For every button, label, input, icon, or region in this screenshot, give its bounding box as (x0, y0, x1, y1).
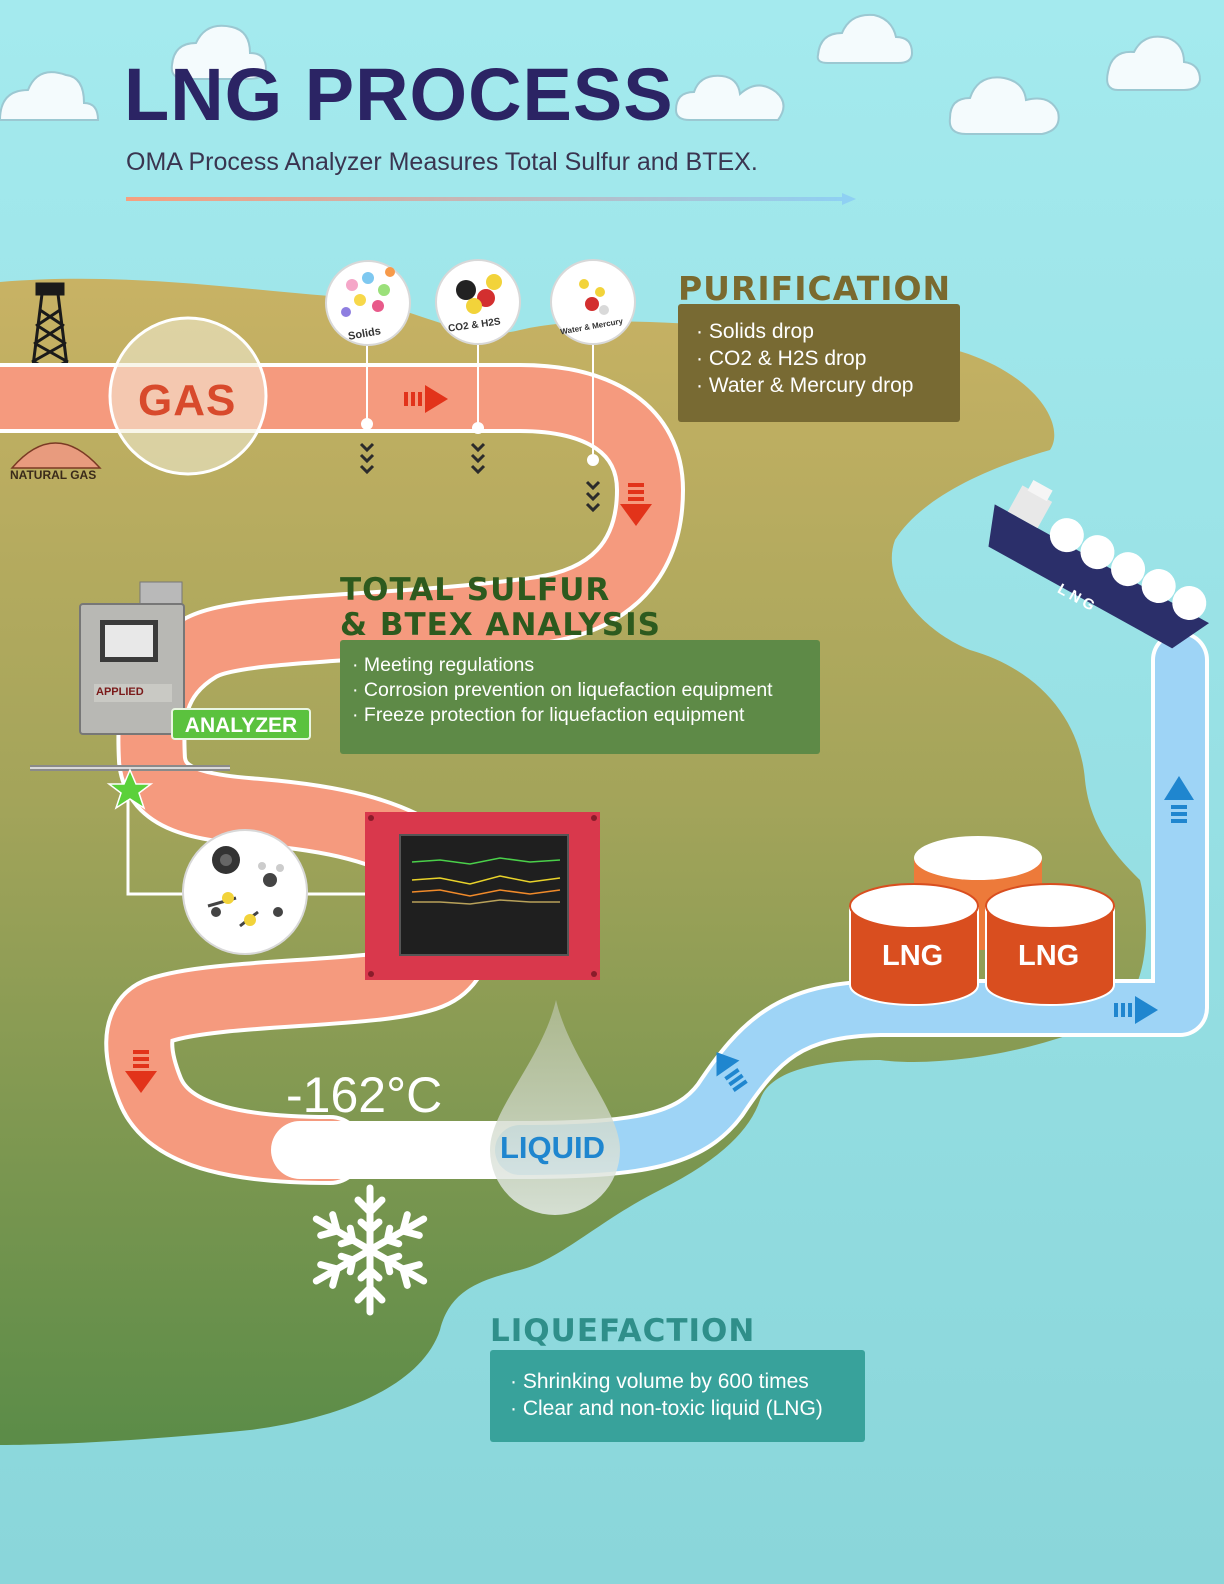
arrow-diagonal-icon (716, 1052, 748, 1092)
analysis-title-line1: TOTAL SULFUR (340, 572, 611, 608)
analysis-item: Freeze protection for liquefaction equip… (352, 703, 820, 728)
analysis-box: Meeting regulations Corrosion prevention… (340, 640, 820, 754)
chevron-down-icon (585, 480, 601, 513)
analyzer-brand-label: APPLIED (96, 686, 144, 698)
liquefaction-box: Shrinking volume by 600 times Clear and … (490, 1350, 865, 1442)
analyzer-display-monitor (365, 812, 600, 980)
drop-chevrons (359, 442, 601, 513)
analyzer-label: ANALYZER (171, 708, 311, 740)
liquefaction-item: Clear and non-toxic liquid (LNG) (510, 1395, 865, 1422)
gas-halo (108, 316, 268, 476)
arrow-down-icon (620, 483, 652, 526)
arrow-down-icon (125, 1050, 157, 1093)
chevron-down-icon (359, 442, 375, 475)
gas-label: GAS (138, 376, 237, 425)
rule-arrowhead (842, 193, 856, 205)
page-subtitle: OMA Process Analyzer Measures Total Sulf… (126, 148, 758, 176)
subtitle-rule (126, 197, 846, 201)
lng-tanker-ship-icon (988, 480, 1210, 649)
arrow-right-icon (1114, 996, 1158, 1024)
arrow-up-icon (1164, 776, 1194, 823)
tank-label: LNG (1018, 940, 1080, 972)
analysis-title-line2: & BTEX ANALYSIS (340, 607, 661, 643)
snowflake-icon (312, 1184, 428, 1316)
liquefaction-title: LIQUEFACTION (490, 1313, 756, 1349)
gas-flow-arrows (125, 385, 652, 1093)
liquid-label: LIQUID (500, 1130, 606, 1165)
analysis-title: TOTAL SULFUR & BTEX ANALYSIS (340, 573, 661, 643)
btex-molecules-icon (182, 829, 308, 955)
purification-item: CO2 & H2S drop (696, 345, 960, 372)
liquid-flow-arrows (716, 776, 1194, 1092)
chevron-down-icon (470, 442, 486, 475)
impurity-drop-lines (361, 340, 599, 466)
cooling-wave-arrow-icon (300, 1130, 436, 1166)
page-title: LNG PROCESS (124, 53, 674, 136)
natural-gas-label: NATURAL GAS (10, 468, 97, 482)
temperature-label: -162°C (286, 1067, 443, 1123)
analyzer-cabinet-icon (30, 581, 230, 771)
solids-bubble (325, 260, 411, 346)
arrow-right-icon (404, 385, 448, 413)
liquid-droplet-icon (490, 1000, 620, 1215)
water-mercury-bubble (550, 259, 636, 345)
analyzer-connector (126, 800, 368, 896)
purification-item: Solids drop (696, 318, 960, 345)
gas-pipeline (0, 363, 685, 1185)
co2-h2s-bubble (435, 259, 521, 345)
sample-point-star-icon (106, 768, 154, 810)
purification-box: Solids drop CO2 & H2S drop Water & Mercu… (678, 304, 960, 422)
liquefaction-item: Shrinking volume by 600 times (510, 1368, 865, 1395)
analysis-item: Meeting regulations (352, 653, 820, 678)
purification-title: PURIFICATION (678, 269, 952, 308)
tank-label: LNG (882, 940, 944, 972)
lng-storage-tanks (849, 836, 1115, 1006)
purification-item: Water & Mercury drop (696, 372, 960, 399)
gas-reservoir-icon (10, 442, 102, 469)
clouds (0, 13, 1202, 135)
analysis-item: Corrosion prevention on liquefaction equ… (352, 678, 820, 703)
